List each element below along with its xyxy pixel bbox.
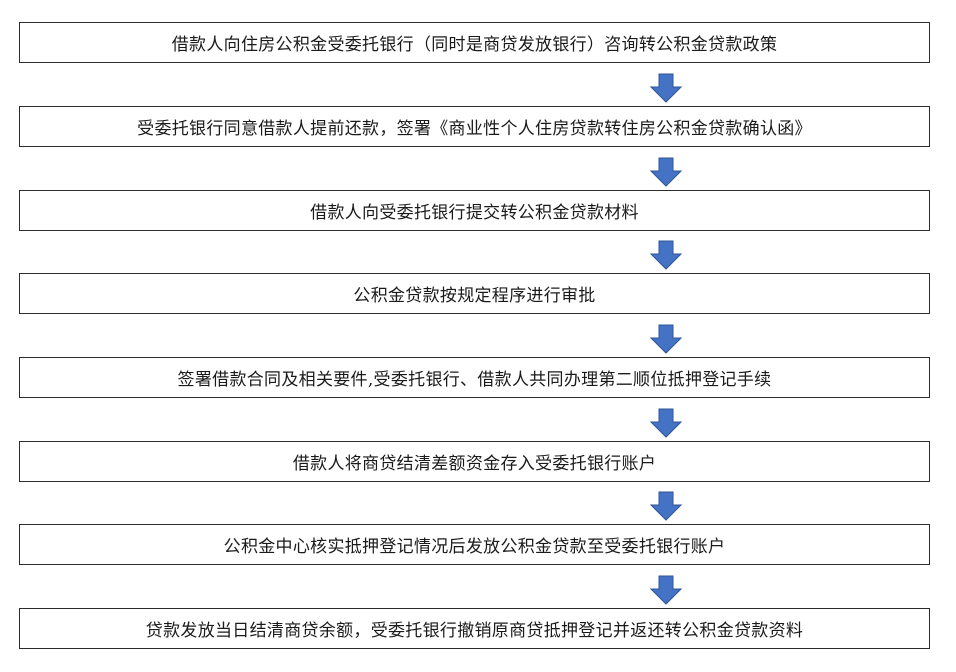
step-label: 借款人向受委托银行提交转公积金贷款材料: [310, 203, 639, 223]
step-box-6: 借款人将商贷结清差额资金存入受委托银行账户: [19, 441, 930, 482]
arrow-shape: [650, 491, 682, 521]
step-box-2: 受委托银行同意借款人提前还款，签署《商业性个人住房贷款转住房公积金贷款确认函》: [19, 106, 930, 147]
arrow-shape: [650, 324, 682, 354]
step-label: 公积金贷款按规定程序进行审批: [353, 286, 596, 306]
down-arrow-icon: [650, 324, 682, 354]
down-arrow-icon: [650, 491, 682, 521]
step-label: 贷款发放当日结清商贷余额，受委托银行撤销原商贷抵押登记并返还转公积金贷款资料: [145, 621, 804, 641]
step-box-1: 借款人向住房公积金受委托银行（同时是商贷发放银行）咨询转公积金贷款政策: [19, 22, 930, 63]
step-box-3: 借款人向受委托银行提交转公积金贷款材料: [19, 190, 930, 231]
down-arrow-icon: [650, 240, 682, 270]
step-label: 受委托银行同意借款人提前还款，签署《商业性个人住房贷款转住房公积金贷款确认函》: [137, 119, 812, 139]
arrow-shape: [650, 73, 682, 103]
down-arrow-icon: [650, 157, 682, 187]
step-label: 借款人将商贷结清差额资金存入受委托银行账户: [292, 454, 657, 474]
down-arrow-icon: [650, 575, 682, 605]
step-box-7: 公积金中心核实抵押登记情况后发放公积金贷款至受委托银行账户: [19, 524, 930, 565]
step-label: 签署借款合同及相关要件,受委托银行、借款人共同办理第二顺位抵押登记手续: [177, 370, 772, 390]
step-label: 公积金中心核实抵押登记情况后发放公积金贷款至受委托银行账户: [223, 537, 726, 557]
step-box-4: 公积金贷款按规定程序进行审批: [19, 273, 930, 314]
down-arrow-icon: [650, 408, 682, 438]
down-arrow-icon: [650, 73, 682, 103]
arrow-shape: [650, 157, 682, 187]
step-label: 借款人向住房公积金受委托银行（同时是商贷发放银行）咨询转公积金贷款政策: [171, 35, 778, 55]
arrow-shape: [650, 408, 682, 438]
step-box-8: 贷款发放当日结清商贷余额，受委托银行撤销原商贷抵押登记并返还转公积金贷款资料: [19, 608, 930, 649]
step-box-5: 签署借款合同及相关要件,受委托银行、借款人共同办理第二顺位抵押登记手续: [19, 357, 930, 398]
arrow-shape: [650, 240, 682, 270]
arrow-shape: [650, 575, 682, 605]
